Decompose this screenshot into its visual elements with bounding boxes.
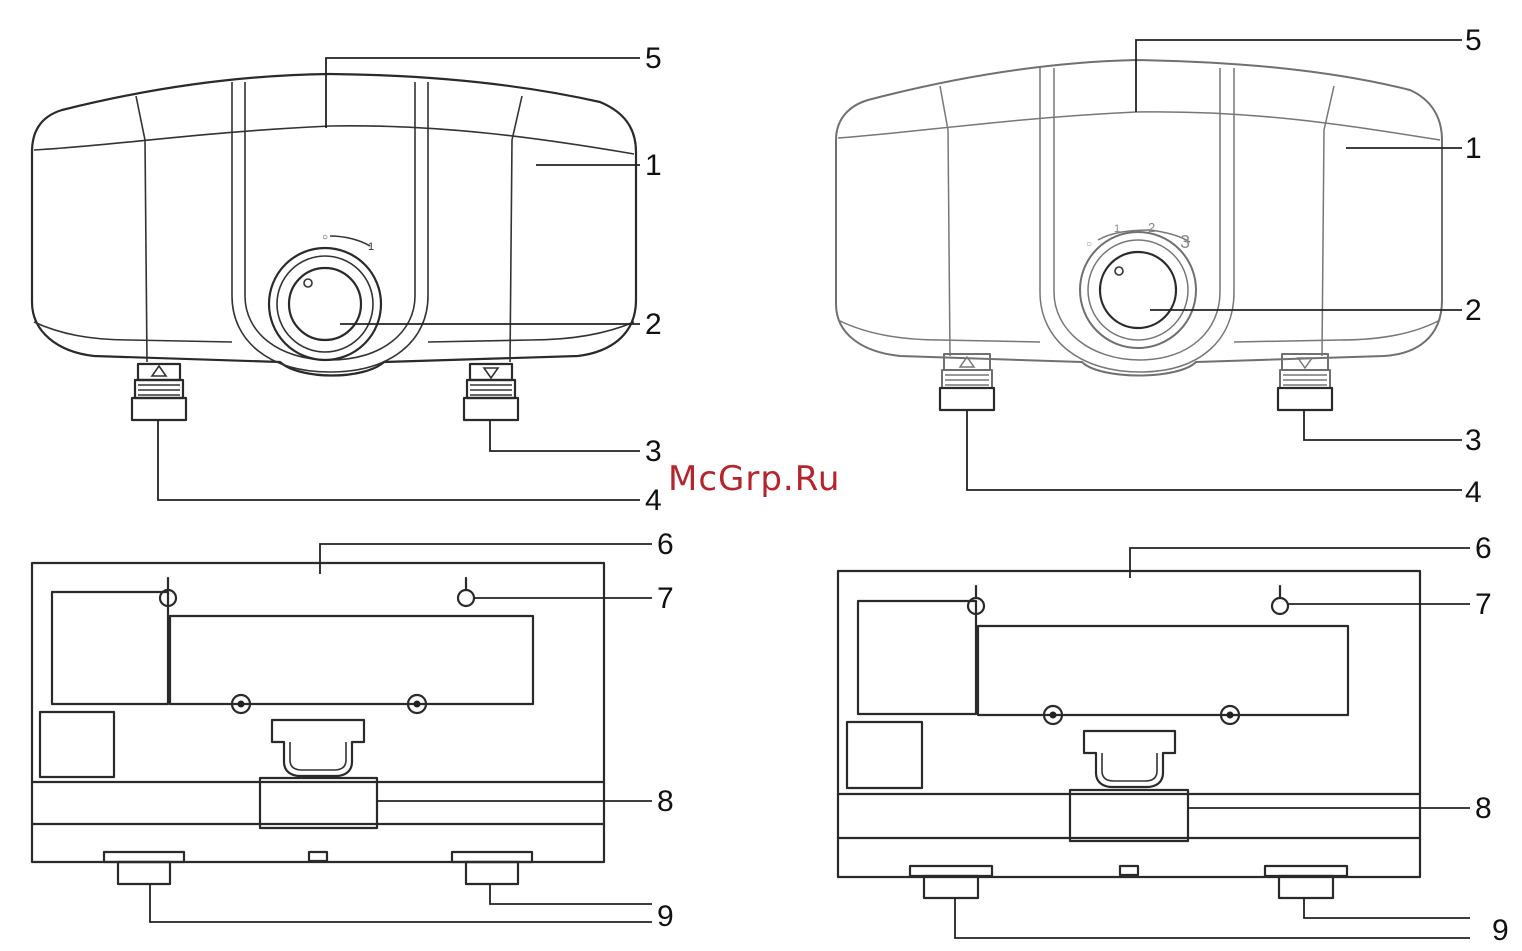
label-knob: 2 xyxy=(645,308,662,341)
left-fitting-1 xyxy=(104,852,184,862)
right-label-knob: 2 xyxy=(1465,294,1482,327)
svg-text:○: ○ xyxy=(322,232,328,243)
svg-text:○: ○ xyxy=(1086,239,1092,250)
left-back-view: 6 7 8 9 xyxy=(32,528,674,933)
right-label-outlet: 3 xyxy=(1465,424,1482,457)
label-outlet: 3 xyxy=(645,435,662,468)
right-outlet-fitting xyxy=(1278,354,1332,410)
left-clamp xyxy=(260,778,377,828)
right-fitting-2 xyxy=(1265,866,1347,876)
right-label-housing: 1 xyxy=(1465,132,1482,165)
label-back-panel: 6 xyxy=(657,528,674,561)
right-label-mount-holes: 7 xyxy=(1475,588,1492,621)
left-keyhole-2 xyxy=(458,578,474,606)
left-front-housing xyxy=(32,74,636,376)
label-clamp: 8 xyxy=(657,785,674,818)
left-front-top-seam xyxy=(34,126,634,154)
right-label-top-cover: 5 xyxy=(1465,24,1482,57)
label-inlet: 4 xyxy=(645,484,662,517)
right-keyhole-2 xyxy=(1272,586,1288,614)
right-front-view: ○ 1 2 3 5 1 2 3 4 xyxy=(836,24,1482,509)
label-housing: 1 xyxy=(645,149,662,182)
left-fitting-2 xyxy=(452,852,532,862)
label-fittings: 9 xyxy=(657,900,674,933)
right-dial-mark-2: 2 xyxy=(1148,220,1155,235)
left-outlet-fitting xyxy=(464,364,518,420)
right-dial-mark-3: 3 xyxy=(1180,232,1190,252)
right-inlet-fitting xyxy=(940,354,994,410)
left-dial-mark-1: 1 xyxy=(368,241,374,253)
label-mount-holes: 7 xyxy=(657,582,674,615)
right-label-fittings: 9 xyxy=(1492,914,1509,947)
right-front-knob[interactable] xyxy=(1080,232,1196,348)
right-label-back-panel: 6 xyxy=(1475,532,1492,565)
watermark-text: McGrp.Ru xyxy=(668,459,840,499)
left-front-knob[interactable] xyxy=(269,248,381,360)
right-back-view: 6 7 8 9 xyxy=(838,532,1509,947)
left-back-panel xyxy=(32,563,604,862)
right-clamp xyxy=(1070,790,1188,841)
left-front-view: ○ 1 5 1 2 3 4 xyxy=(32,42,662,517)
left-inlet-fitting xyxy=(132,364,186,420)
label-top-cover: 5 xyxy=(645,42,662,75)
right-back-panel xyxy=(838,571,1420,877)
right-label-inlet: 4 xyxy=(1465,476,1482,509)
right-label-clamp: 8 xyxy=(1475,792,1492,825)
right-dial-mark-1: 1 xyxy=(1114,223,1120,235)
right-fitting-1 xyxy=(910,866,992,876)
